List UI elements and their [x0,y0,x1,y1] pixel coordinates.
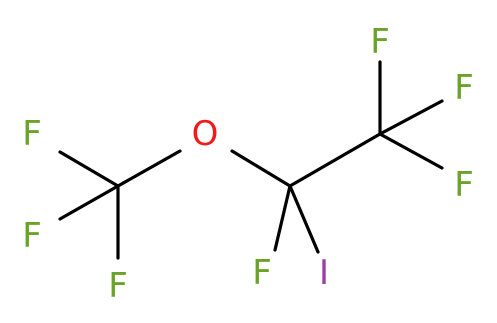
bond-cf3-f-right-upper [378,99,444,136]
atom-f4: F [252,253,272,293]
atom-labels: F F F O F I F F F [22,22,474,306]
atom-f6: F [454,68,474,108]
atom-o1: O [192,114,219,154]
bond-cf3-f-right-lower [378,132,444,170]
bond-cf3-o [116,149,182,188]
bonds [58,60,444,260]
bond-cf3-f-lower [58,184,120,221]
bond-cfi-cf3 [288,132,382,188]
bond-cfi-i [288,184,320,254]
atom-f7: F [454,165,474,205]
atom-i1: I [319,253,329,293]
bond-cfi-f [273,184,292,252]
atom-f3: F [108,266,128,306]
atom-f1: F [22,114,42,154]
atom-f5: F [370,22,390,62]
bond-o-cfi [230,149,292,188]
atom-f2: F [22,216,42,256]
bond-cf3-f-upper [58,150,120,188]
